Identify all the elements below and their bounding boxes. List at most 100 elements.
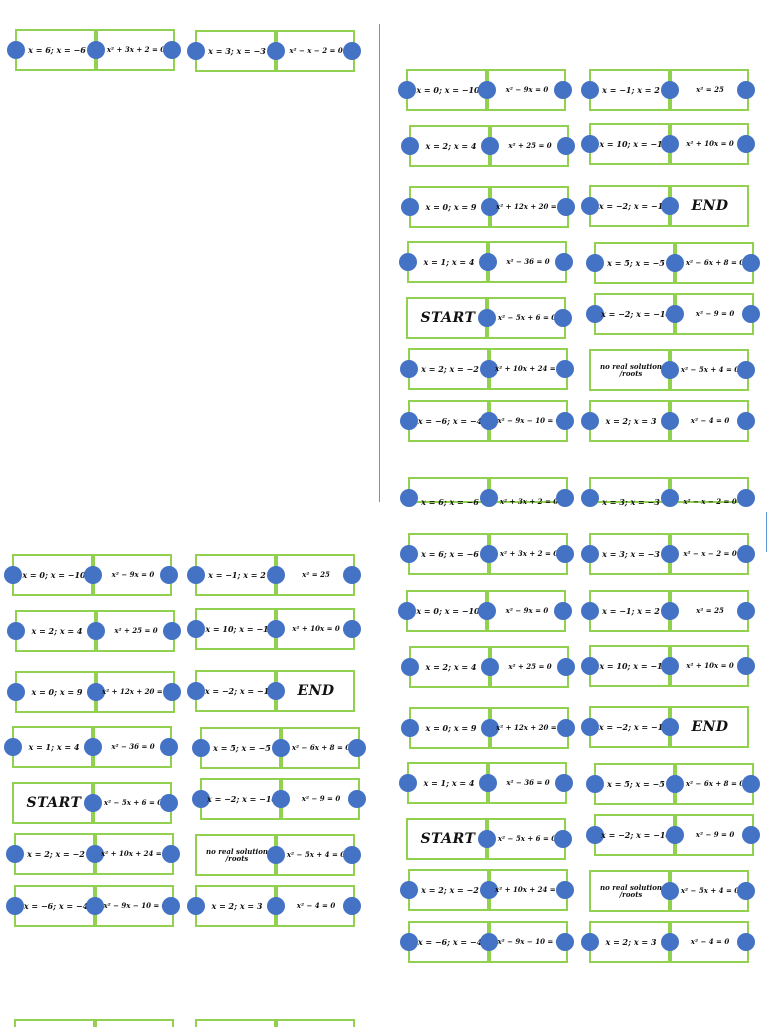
domino-card[interactable]: x = 2; x = 4 x² + 25 = 0: [7, 610, 181, 652]
connector-dot: [557, 658, 575, 676]
domino-card[interactable]: x = 1; x = 4 x² − 36 = 0: [399, 762, 573, 804]
connector-dot: [187, 620, 205, 638]
domino-card[interactable]: x = 2; x = −2 x² + 10x + 24 = 0: [400, 348, 574, 390]
domino-card[interactable]: x = 0; x = −10 x² − 9x = 0: [398, 590, 572, 632]
domino-card[interactable]: x = 1; x = 4 x² − 36 = 0: [4, 726, 178, 768]
card-answer: x = 1; x = 4: [423, 256, 475, 267]
domino-card[interactable]: x = 2; x = 3 x² − 4 = 0: [581, 400, 755, 442]
connector-dot: [581, 135, 599, 153]
connector-dot: [737, 545, 755, 563]
card-answer: x = 2; x = −2: [421, 884, 479, 895]
domino-card[interactable]: no real solution /roots x² − 5x + 4 = 0: [589, 870, 755, 912]
card-start-label: START: [420, 309, 476, 326]
domino-card[interactable]: no real solution /roots x² − 5x + 4 = 0: [589, 349, 755, 391]
card-answer: x = −1; x = 2: [602, 605, 660, 616]
domino-card[interactable]: no real solution /roots x² − 5x + 4 = 0: [195, 834, 361, 876]
domino-card[interactable]: x = 2; x = 4 x² + 25 = 0: [401, 646, 575, 688]
connector-dot: [661, 545, 679, 563]
connector-dot: [343, 42, 361, 60]
connector-dot: [192, 739, 210, 757]
card-equation: x² + 12x + 20 = 0: [102, 687, 170, 697]
domino-card[interactable]: x = 6; x = −6 x² + 3x + 2 = 0: [400, 477, 574, 507]
connector-dot: [400, 881, 418, 899]
connector-dot: [343, 897, 361, 915]
card-equation: x² − 4 = 0: [690, 416, 730, 426]
domino-card[interactable]: x = 2; x = −2 x² + 10x + 24 = 0: [400, 869, 574, 911]
connector-dot: [399, 253, 417, 271]
connector-dot: [661, 657, 679, 675]
domino-card[interactable]: x = 3; x = −3 x² − x − 2 = 0: [187, 30, 361, 72]
domino-card[interactable]: x = 0; x = −10 x² − 9x = 0: [4, 554, 178, 596]
domino-card[interactable]: x = −2; x = −1 END: [581, 185, 749, 227]
domino-card[interactable]: x = −1; x = 2 x² = 25: [187, 554, 361, 596]
connector-dot: [661, 412, 679, 430]
connector-dot: [343, 620, 361, 638]
domino-card[interactable]: x = 0; x = −10 x² − 9x = 0: [398, 69, 572, 111]
domino-card[interactable]: x = 2; x = −2 x² + 10x + 24 = 0: [6, 833, 180, 875]
domino-card[interactable]: START x² − 5x + 6 = 0: [12, 782, 178, 824]
domino-card[interactable]: x = 1; x = 4 x² − 36 = 0: [399, 241, 573, 283]
domino-card[interactable]: x = −2; x = −1 END: [581, 706, 749, 748]
connector-dot: [661, 718, 679, 736]
connector-dot: [661, 361, 679, 379]
domino-card[interactable]: x = 3; x = −3 x² − x − 2 = 0: [581, 533, 755, 575]
domino-card[interactable]: x = 2; x = 3 x² − 4 = 0: [187, 885, 361, 927]
domino-card[interactable]: x = 10; x = −1 x² + 10x = 0: [187, 608, 361, 650]
domino-card[interactable]: x = 5; x = −5 x² − 6x + 8 = 0: [586, 242, 760, 284]
domino-card[interactable]: x = −1; x = 2 x² = 25: [581, 590, 755, 632]
domino-card[interactable]: x = 3; x = −3 x² − x − 2 = 0: [581, 477, 755, 507]
card-equation: x² − 9x − 10 = 0: [497, 416, 561, 426]
connector-dot: [6, 845, 24, 863]
connector-dot: [187, 566, 205, 584]
card-answer: x = 5; x = −5: [607, 778, 665, 789]
domino-card[interactable]: [195, 1019, 355, 1027]
connector-dot: [86, 845, 104, 863]
card-answer: no real solution /roots: [600, 882, 662, 899]
card-answer: x = 2; x = 4: [425, 140, 477, 151]
domino-card[interactable]: x = −2; x = −10 x² − 9 = 0: [192, 778, 366, 820]
domino-card[interactable]: x = 10; x = −1 x² + 10x = 0: [581, 123, 755, 165]
card-equation: x² − x − 2 = 0: [289, 46, 343, 56]
domino-card[interactable]: x = −1; x = 2 x² = 25: [581, 69, 755, 111]
connector-dot: [160, 794, 178, 812]
card-answer: x = 10; x = −1: [205, 623, 269, 634]
domino-card[interactable]: x = 0; x = 9 x² + 12x + 20 = 0: [401, 707, 575, 749]
domino-card[interactable]: x = −6; x = −4 x² − 9x − 10 = 0: [400, 921, 574, 963]
domino-card[interactable]: x = 6; x = −6 x² + 3x + 2 = 0: [400, 533, 574, 575]
domino-card[interactable]: x = 10; x = −1 x² + 10x = 0: [581, 645, 755, 687]
domino-card[interactable]: x = −2; x = −1 END: [187, 670, 355, 712]
connector-dot: [661, 81, 679, 99]
connector-dot: [661, 197, 679, 215]
domino-card[interactable]: x = −6; x = −4 x² − 9x − 10 = 0: [6, 885, 180, 927]
connector-dot: [480, 412, 498, 430]
connector-dot: [6, 897, 24, 915]
domino-card[interactable]: x = 5; x = −5 x² − 6x + 8 = 0: [586, 763, 760, 805]
domino-card[interactable]: x = −2; x = −10 x² − 9 = 0: [586, 293, 760, 335]
connector-dot: [666, 305, 684, 323]
connector-dot: [187, 682, 205, 700]
domino-card[interactable]: START x² − 5x + 6 = 0: [406, 818, 572, 860]
domino-card[interactable]: x = −2; x = −10 x² − 9 = 0: [586, 814, 760, 856]
domino-card[interactable]: [14, 1019, 174, 1027]
card-equation: x² = 25: [696, 85, 724, 95]
connector-dot: [479, 253, 497, 271]
domino-card[interactable]: x = 2; x = 3 x² − 4 = 0: [581, 921, 755, 963]
domino-card[interactable]: x = 2; x = 4 x² + 25 = 0: [401, 125, 575, 167]
domino-card[interactable]: x = −6; x = −4 x² − 9x − 10 = 0: [400, 400, 574, 442]
domino-card[interactable]: START x² − 5x + 6 = 0: [406, 297, 572, 339]
card-answer: x = 2; x = 4: [31, 625, 83, 636]
card-answer: x = 0; x = −10: [416, 84, 480, 95]
domino-card[interactable]: x = 0; x = 9 x² + 12x + 20 = 0: [401, 186, 575, 228]
connector-dot: [187, 42, 205, 60]
card-answer: x = 2; x = −2: [421, 363, 479, 374]
domino-card[interactable]: x = 5; x = −5 x² − 6x + 8 = 0: [192, 727, 366, 769]
connector-dot: [86, 897, 104, 915]
domino-card[interactable]: x = 6; x = −6 x² + 3x + 2 = 0: [7, 29, 181, 71]
connector-dot: [666, 775, 684, 793]
card-answer: x = 2; x = 3: [605, 415, 657, 426]
connector-dot: [267, 42, 285, 60]
domino-card[interactable]: x = 0; x = 9 x² + 12x + 20 = 0: [7, 671, 181, 713]
connector-dot: [400, 933, 418, 951]
card-equation: x² − 5x + 6 = 0: [497, 313, 557, 323]
connector-dot: [556, 545, 574, 563]
